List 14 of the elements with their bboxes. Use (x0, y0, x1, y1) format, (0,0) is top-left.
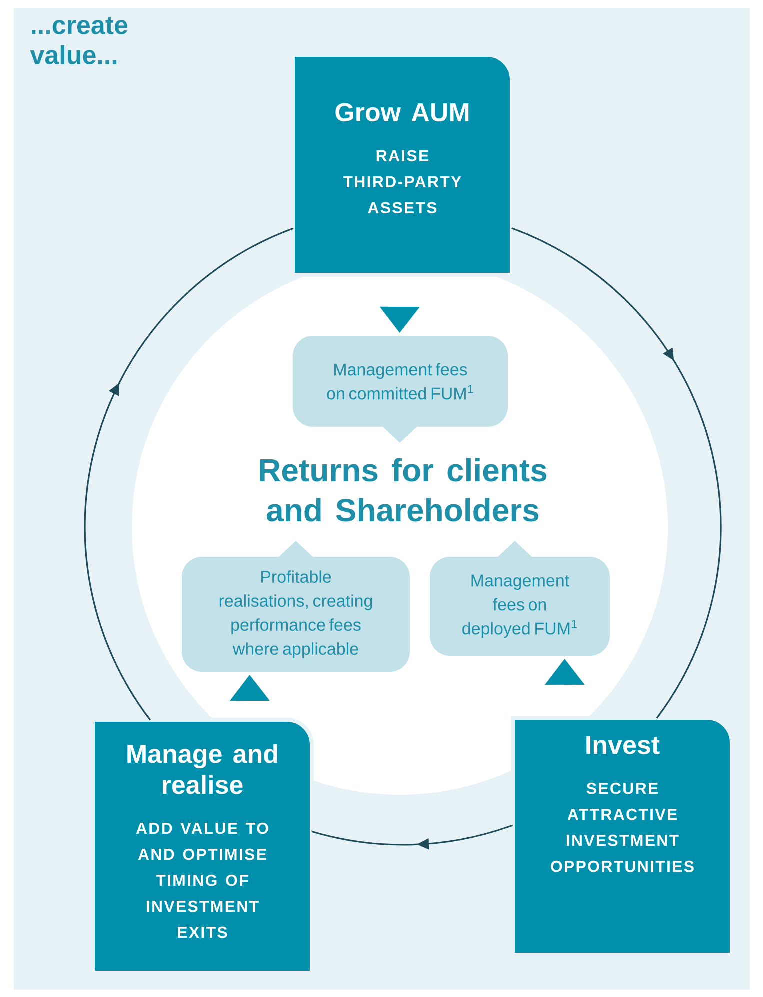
speech-bubble: Management fees on deployed FUM$^{1}$ (430, 541, 610, 656)
center-title: Returns for clients and Shareholders (260, 458, 547, 522)
stage-box: Grow AUM RAISE THIRD-PARTY ASSETS (291, 53, 514, 277)
arrow (311, 824, 514, 850)
stage-box: Invest SECURE ATTRACTIVE INVESTMENT OPPORTUNITIES (511, 716, 734, 957)
speech-bubble: Profitable realisations, creating performance fees where applicable (182, 541, 410, 672)
arrow (84, 228, 294, 721)
heading: ...create value... (30, 17, 128, 64)
triangle-arrow (545, 659, 585, 686)
triangle-arrow (380, 306, 420, 333)
stage-box: Manage and realise ADD VALUE TO AND OPTIMISE TIMING OF INVESTMENT EXITS (91, 718, 314, 975)
speech-bubble: Management fees on committed FUM$^{1}$ (293, 336, 508, 443)
triangle-arrow (230, 675, 270, 702)
arrow (511, 227, 722, 720)
